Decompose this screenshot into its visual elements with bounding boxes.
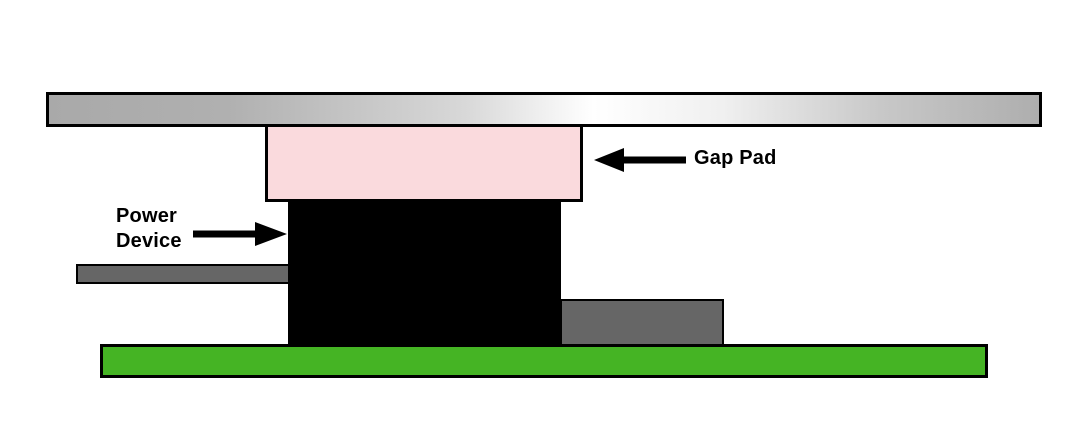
gap-pad-label: Gap Pad bbox=[694, 147, 777, 169]
lead-left-layer bbox=[76, 264, 290, 284]
heat-sink-layer bbox=[46, 92, 1042, 127]
gap-pad-arrow-left-icon bbox=[594, 148, 686, 172]
power-device-arrow-right-icon bbox=[193, 222, 287, 246]
pcb-board-layer bbox=[100, 344, 988, 378]
lead-right-layer bbox=[560, 299, 724, 347]
power-device-label: Power Device bbox=[116, 205, 182, 252]
gap-pad-layer bbox=[265, 124, 583, 202]
power-device-layer bbox=[288, 200, 561, 347]
